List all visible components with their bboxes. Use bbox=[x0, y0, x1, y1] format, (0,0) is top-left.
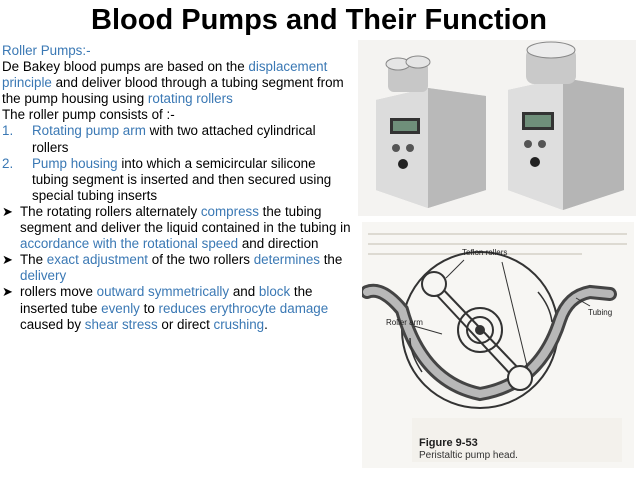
bullet-highlight: determines bbox=[253, 252, 320, 268]
bullet-text: the bbox=[319, 252, 343, 268]
bullet-highlight: reduces erythrocyte damage bbox=[158, 300, 329, 316]
list-number: 1. bbox=[2, 123, 14, 139]
label-tubing: Tubing bbox=[588, 308, 613, 317]
bullet-text: the inserted tube bbox=[20, 284, 313, 316]
bullet-highlight: exact adjustment bbox=[46, 252, 149, 268]
intro-text-1: De Bakey blood pumps are based on the bbox=[2, 59, 249, 75]
bullet-list: ➤ The rotating rollers alternately compr… bbox=[2, 204, 354, 333]
peristaltic-pump-figure: Teflon rollers Roller arm Tubing Figure … bbox=[360, 222, 634, 468]
bullet-text: and direction bbox=[238, 236, 319, 252]
bullet-text: rollers move bbox=[20, 284, 97, 300]
heading: Roller Pumps:- bbox=[2, 43, 91, 58]
bullet-item: ➤ The exact adjustment of the two roller… bbox=[2, 252, 354, 284]
bullet-text: to bbox=[139, 300, 159, 316]
arrow-bullet-icon: ➤ bbox=[2, 203, 13, 219]
consists-line: The roller pump consists of :- bbox=[2, 107, 175, 123]
bullet-highlight: evenly bbox=[101, 300, 140, 316]
bullet-highlight: block bbox=[258, 284, 291, 300]
text-column: Roller Pumps:- De Bakey blood pumps are … bbox=[2, 43, 354, 333]
bullet-text: or direct bbox=[157, 316, 214, 332]
bullet-text: of the two rollers bbox=[148, 252, 254, 268]
page-title: Blood Pumps and Their Function bbox=[91, 4, 547, 36]
list-number: 2. bbox=[2, 155, 14, 171]
list-item: 1. Rotating pump arm with two attached c… bbox=[2, 123, 354, 155]
intro-paragraph: De Bakey blood pumps are based on the di… bbox=[2, 59, 354, 107]
label-teflon-rollers: Teflon rollers bbox=[462, 248, 508, 257]
roller-pump-devices-photo bbox=[358, 40, 636, 216]
pump-device-left bbox=[376, 55, 486, 208]
bullet-highlight: accordance with the rotational speed bbox=[20, 236, 239, 252]
bullet-text: the tubing segment and deliver the liqui… bbox=[20, 203, 351, 236]
pump-head-diagram bbox=[360, 222, 634, 468]
pump-device-right bbox=[508, 41, 624, 210]
list-text: into which a semicircular silicone tubin… bbox=[32, 155, 332, 203]
label-roller-arm: Roller arm bbox=[386, 318, 423, 327]
bullet-highlight: shear stress bbox=[84, 316, 158, 332]
bullet-text: and bbox=[229, 284, 259, 300]
intro-hl-2: rotating rollers bbox=[147, 91, 233, 107]
figure-title: Figure 9-53 bbox=[419, 437, 478, 449]
list-item: 2. Pump housing into which a semicircula… bbox=[2, 156, 354, 204]
arrow-bullet-icon: ➤ bbox=[2, 252, 13, 268]
bullet-highlight: outward symmetrically bbox=[96, 284, 230, 300]
bullet-text: The rotating rollers alternately bbox=[20, 203, 201, 219]
bullet-text: caused by bbox=[20, 316, 85, 332]
intro-text-2: and deliver blood through a tubing segme… bbox=[2, 75, 344, 107]
component-list: 1. Rotating pump arm with two attached c… bbox=[2, 123, 354, 203]
bullet-text: . bbox=[264, 316, 268, 332]
bullet-text: The bbox=[20, 252, 47, 268]
figure-caption: Peristaltic pump head. bbox=[419, 450, 518, 461]
bullet-highlight: compress bbox=[200, 203, 259, 219]
bullet-highlight: delivery bbox=[20, 268, 67, 284]
intro-hl-1: displacement principle bbox=[2, 59, 328, 91]
arrow-bullet-icon: ➤ bbox=[2, 284, 13, 300]
list-highlight: Rotating pump arm bbox=[32, 123, 146, 139]
list-highlight: Pump housing bbox=[32, 155, 118, 171]
bullet-item: ➤ The rotating rollers alternately compr… bbox=[2, 204, 354, 252]
bullet-item: ➤ rollers move outward symmetrically and… bbox=[2, 284, 354, 332]
list-text: with two attached cylindrical rollers bbox=[32, 123, 316, 155]
bullet-highlight: crushing bbox=[213, 316, 265, 332]
